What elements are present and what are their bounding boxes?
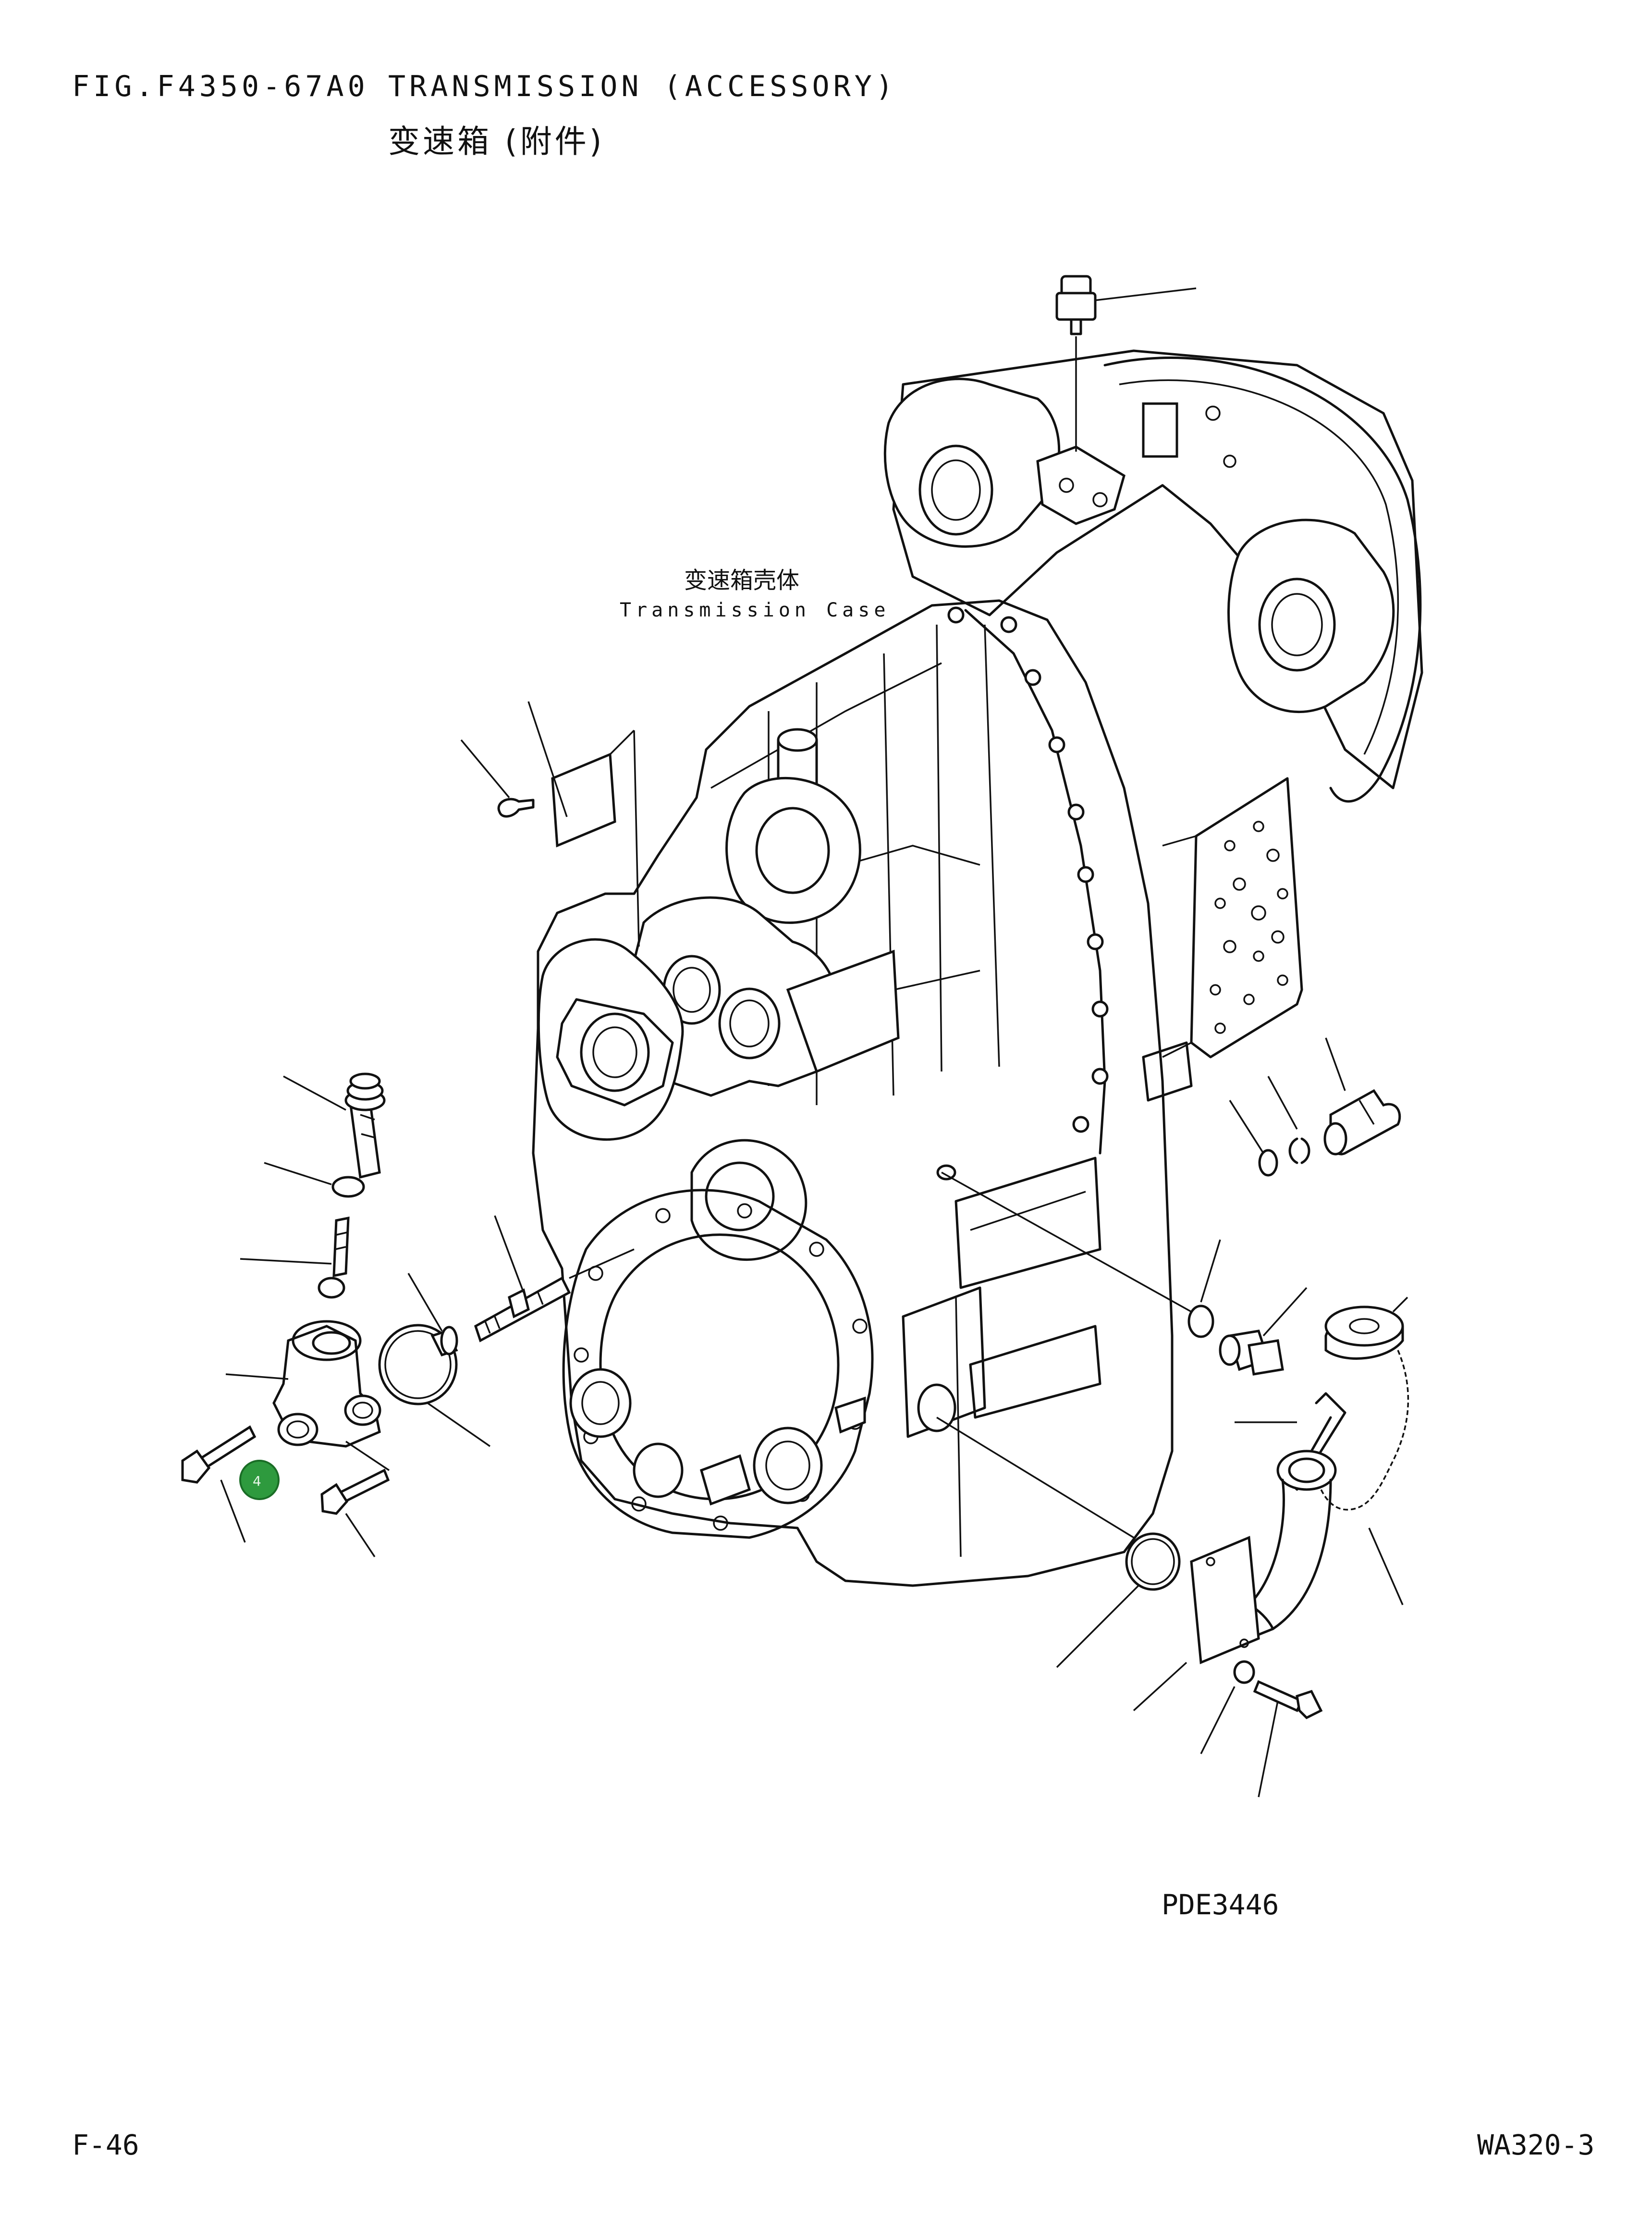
callout-marker[interactable]: 4 <box>239 1460 280 1500</box>
filler-cap <box>1324 1296 1408 1360</box>
filler-pipe-flange <box>1133 1536 1260 1712</box>
valve-body-o-ring <box>378 1324 490 1447</box>
rear-flange-ring <box>1103 357 1422 803</box>
upper-left-cylinder <box>725 776 861 924</box>
control-valve-gasket <box>1190 777 1303 1059</box>
valve-body-bolt-right <box>320 1468 390 1557</box>
gasket-holes <box>1210 821 1288 1034</box>
valve-body-bolt-left <box>181 1425 257 1543</box>
flange-washer <box>1200 1660 1255 1754</box>
drain-plug <box>1219 1287 1308 1376</box>
name-plate <box>460 701 640 947</box>
level-gauge-parts <box>1229 1037 1401 1177</box>
spool-shaft <box>474 1215 635 1342</box>
front-bell-flange <box>562 1189 874 1539</box>
page-number: F-46 <box>72 2129 139 2161</box>
breather <box>1055 275 1197 452</box>
upper-right-boss <box>1227 518 1395 714</box>
callout-number: 4 <box>253 1473 261 1489</box>
model-number: WA320-3 <box>1477 2129 1595 2161</box>
figure-title-chinese: 变速箱 (附件) <box>388 123 605 160</box>
figure-title-english: TRANSMISSION (ACCESSORY) <box>388 70 897 103</box>
valve-body-bracket-leader <box>345 1441 390 1471</box>
sensor-o-ring <box>264 1162 365 1198</box>
small-plug <box>407 1273 458 1357</box>
left-port-flange <box>537 938 684 1141</box>
drawing-code: PDE3446 <box>1162 1888 1279 1921</box>
transmission-case <box>532 349 1423 1587</box>
figure-code: FIG.F4350-67A0 <box>72 70 369 103</box>
case-label-english: Transmission Case <box>620 599 890 621</box>
seam-bolts <box>947 606 1109 1133</box>
case-label-chinese: 变速箱壳体 <box>684 567 800 594</box>
pipe-o-ring <box>936 1416 1181 1668</box>
upper-left-boss <box>883 378 1061 548</box>
valve-body <box>225 1320 381 1448</box>
drain-washer <box>941 1171 1221 1338</box>
filler-cap-chain <box>1320 1350 1409 1605</box>
speed-sensor <box>283 1072 386 1179</box>
sensor-stud <box>240 1216 350 1299</box>
flange-bolt <box>1253 1680 1323 1798</box>
